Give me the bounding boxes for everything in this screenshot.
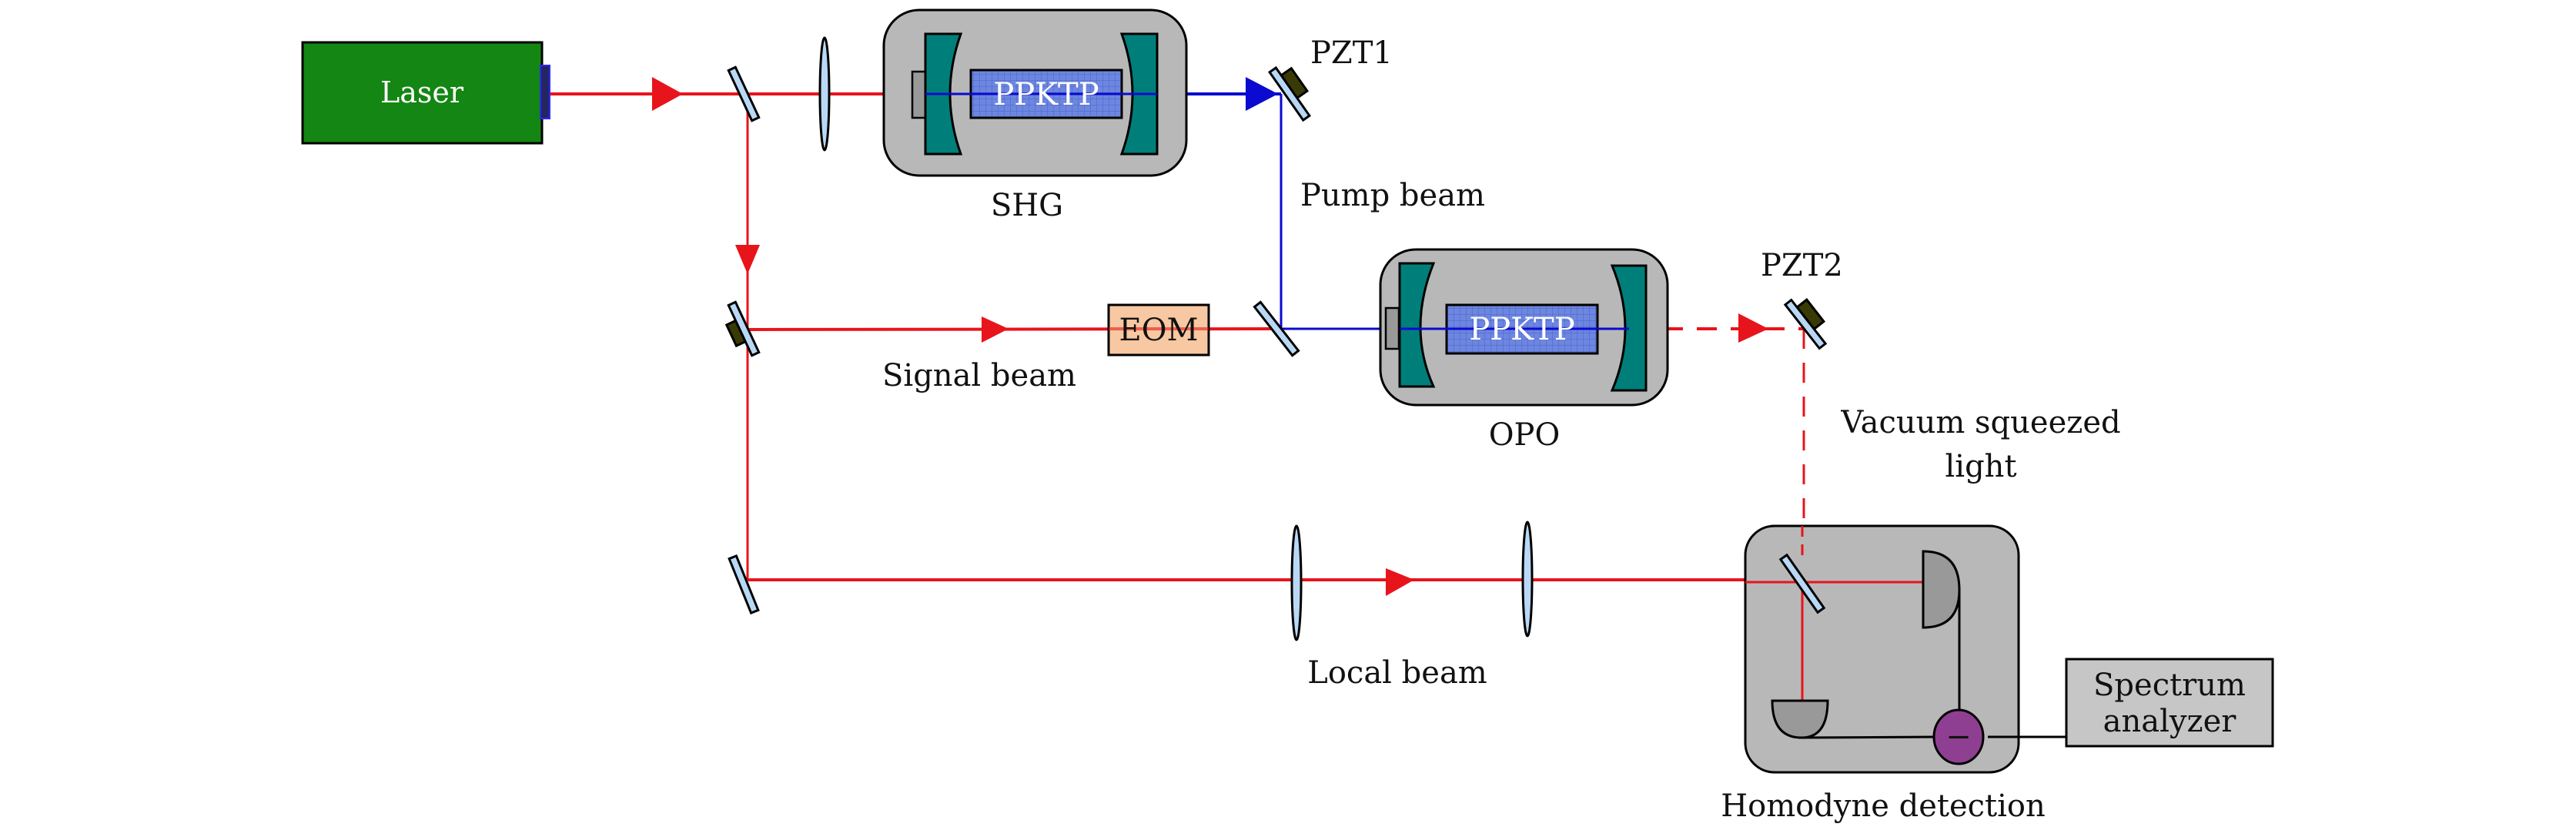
mirror-4 — [728, 554, 760, 615]
mirror-1 — [727, 65, 761, 122]
laser-aperture — [540, 65, 550, 119]
opo-crystal-label: PPKTP — [1469, 312, 1574, 347]
eom: EOM — [1107, 303, 1210, 357]
shg-cavity: PPKTP — [882, 8, 1188, 177]
laser: Laser — [301, 41, 550, 145]
opo-label: OPO — [1489, 417, 1561, 453]
beam-splitter — [1778, 553, 1826, 614]
opo-cavity: PPKTP — [1379, 248, 1669, 407]
wire-detector-2 — [1798, 735, 1937, 739]
mirror-2-pzt — [724, 300, 761, 357]
homodyne-label: Homodyne detection — [1721, 788, 2045, 824]
laser-body — [301, 41, 544, 145]
squeezed-light-label-line1: Vacuum squeezed — [1840, 405, 2120, 440]
pzt1-mirror — [1268, 65, 1311, 122]
pzt1-label: PZT1 — [1310, 35, 1393, 71]
spectrum-analyzer: Spectrum analyzer — [2065, 658, 2274, 748]
subtractor — [1932, 708, 1985, 765]
beam-arrow-local — [1386, 568, 1414, 596]
shg-input-coupler — [911, 70, 927, 119]
pzt2-mirror — [1783, 298, 1828, 350]
beam-arrow-laser — [652, 77, 683, 111]
beam-arrow-pump — [1246, 77, 1278, 111]
lens-2 — [1290, 524, 1303, 641]
local-beam-label: Local beam — [1307, 655, 1487, 691]
lens-3 — [1521, 521, 1534, 638]
analyzer-label-line2: analyzer — [2103, 704, 2237, 739]
homodyne-detection: − — [1744, 524, 2092, 774]
analyzer-label-line1: Spectrum — [2093, 668, 2246, 703]
laser-label: Laser — [380, 75, 464, 109]
beam-arrow-squeezed — [1738, 313, 1768, 343]
squeezed-light-label-line2: light — [1945, 449, 2016, 484]
opo-mirror-left — [1398, 262, 1436, 388]
eom-label: EOM — [1119, 313, 1199, 348]
beam-arrow-signal — [982, 316, 1009, 343]
pump-beam-label: Pump beam — [1300, 178, 1485, 213]
shg-label: SHG — [991, 188, 1063, 223]
subtractor-symbol: − — [1945, 719, 1972, 755]
analyzer-box — [2065, 658, 2274, 748]
mirror-3 — [1253, 300, 1300, 357]
beam-arrow-down — [735, 245, 760, 274]
beams — [550, 77, 1929, 721]
lens-1 — [818, 36, 831, 152]
opo-input-coupler — [1384, 306, 1400, 350]
pzt2-label: PZT2 — [1761, 248, 1843, 283]
shg-crystal-label: PPKTP — [993, 77, 1099, 112]
signal-beam-label: Signal beam — [882, 358, 1076, 393]
